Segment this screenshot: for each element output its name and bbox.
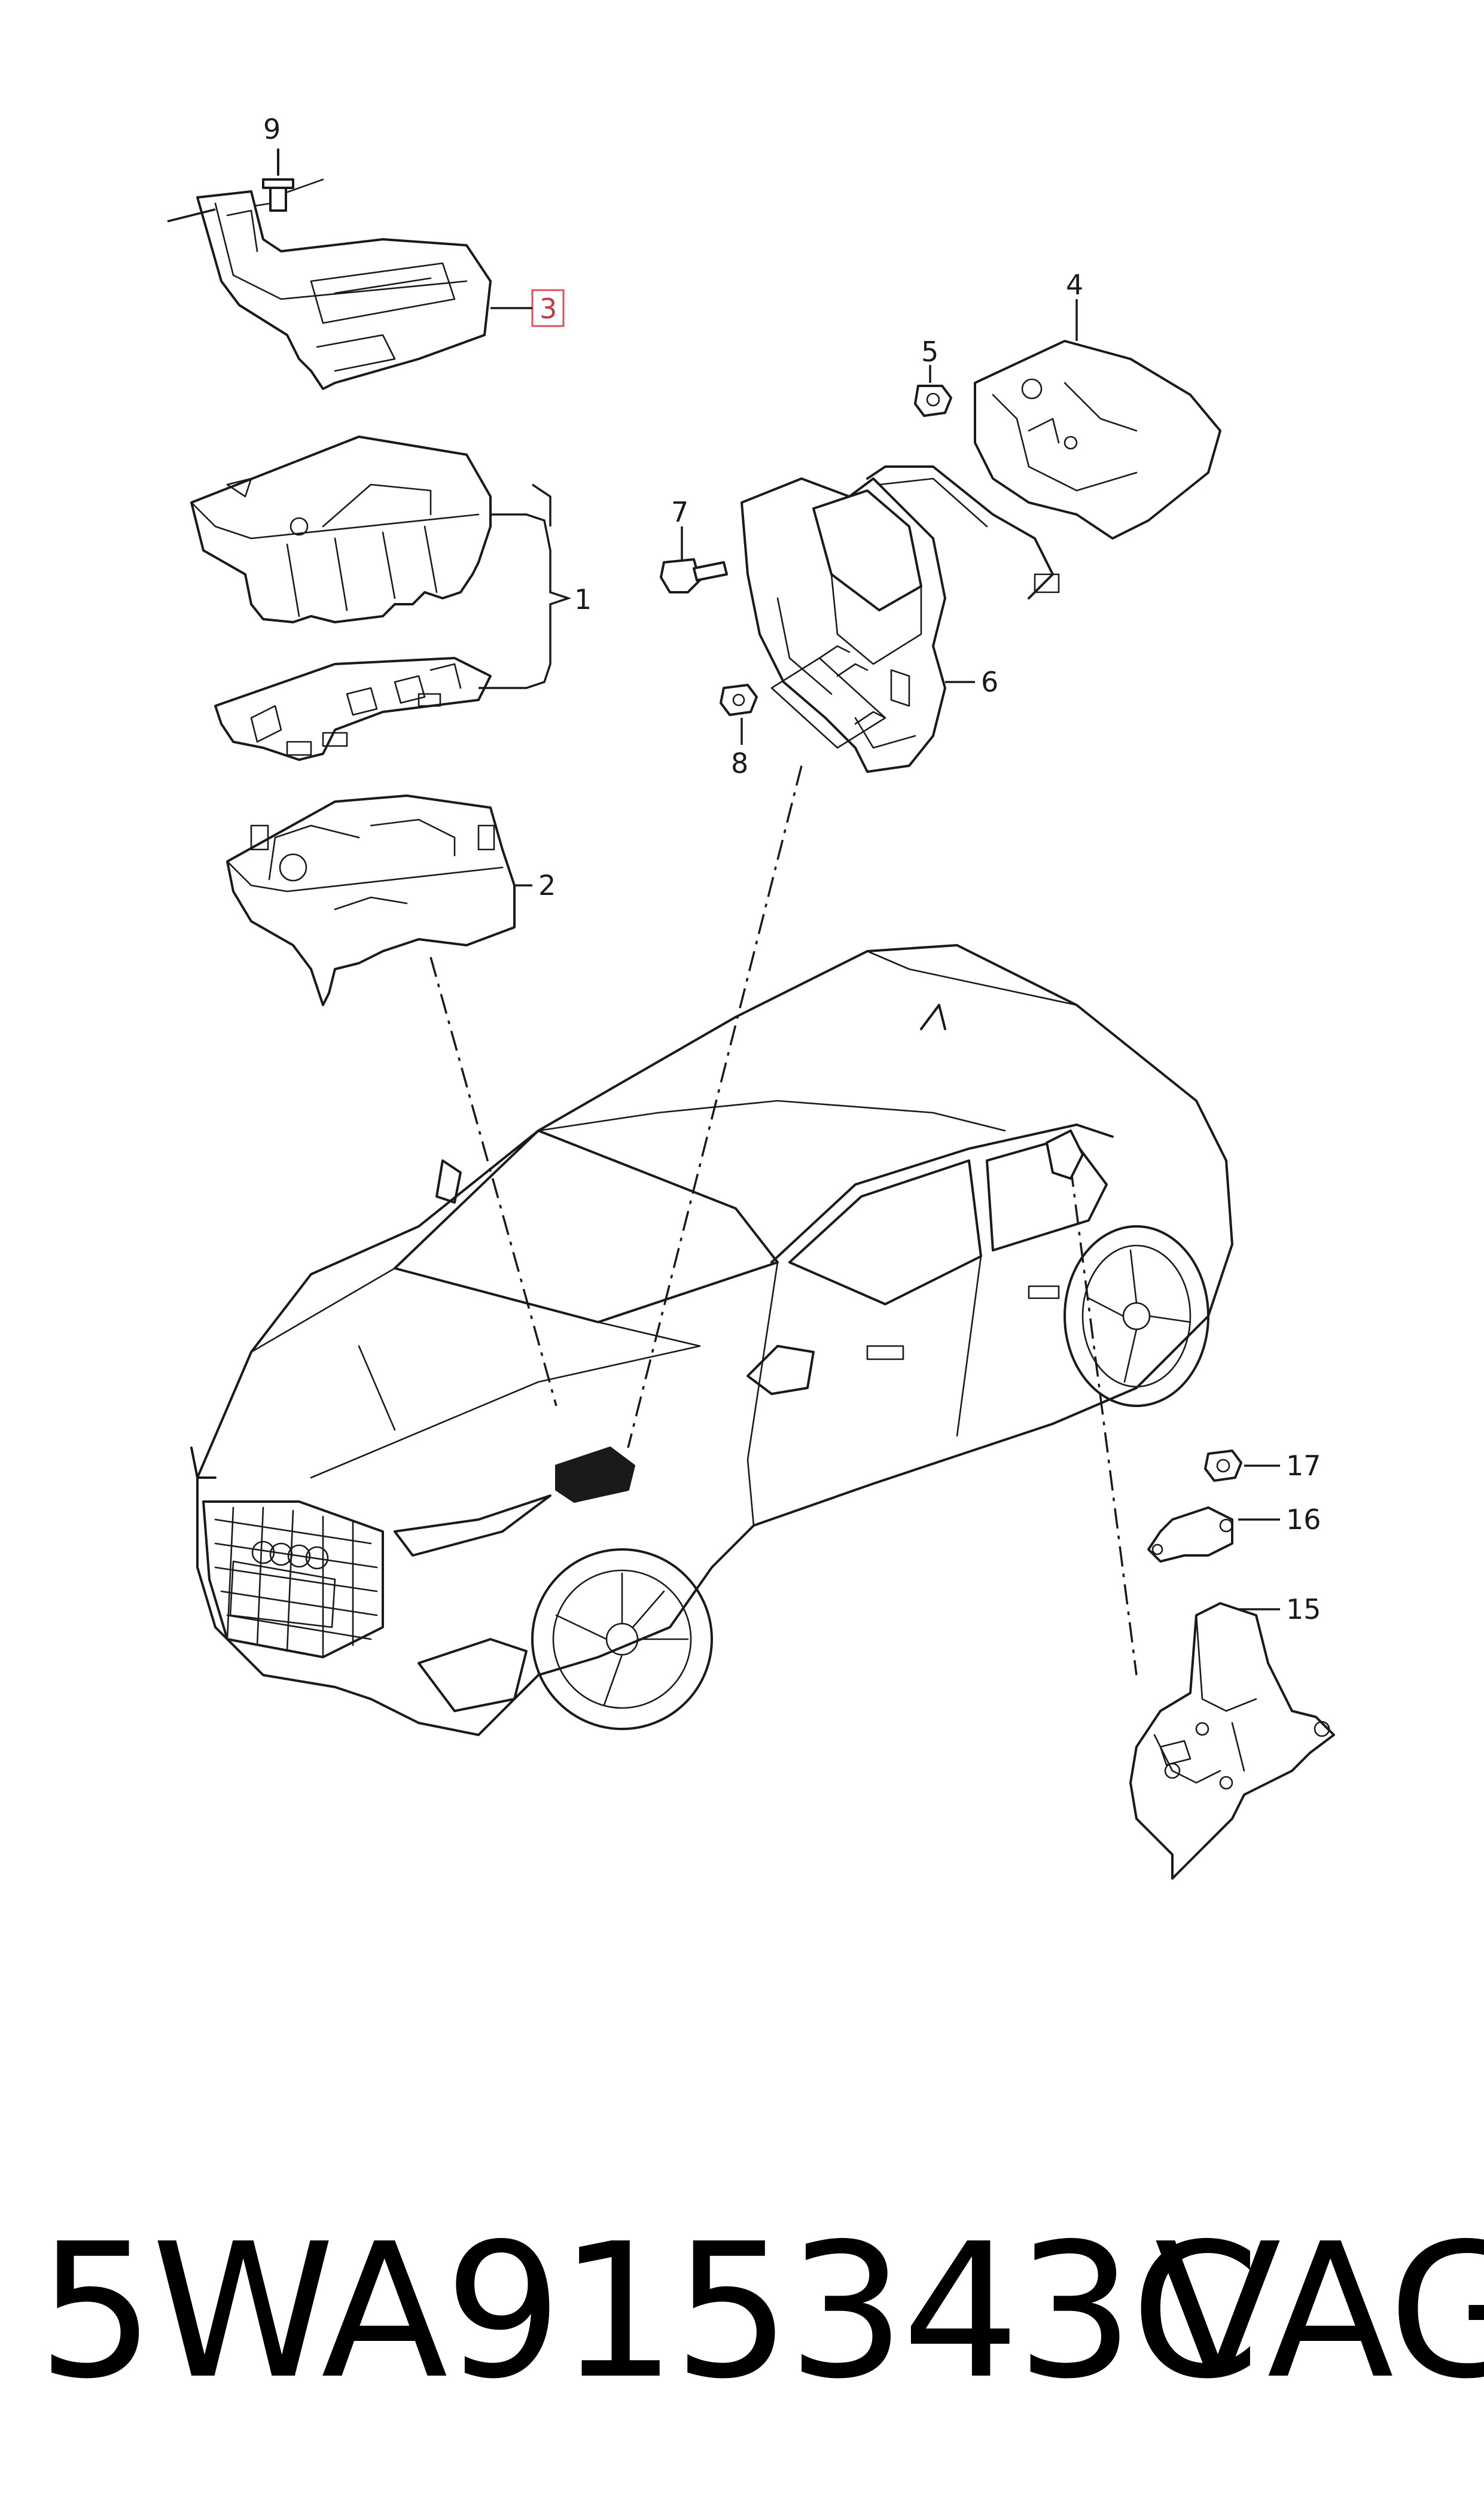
part-6-screws [770, 645, 886, 749]
callout-labels: 9 3 4 5 7 1 6 8 2 17 16 15 [263, 113, 1321, 1625]
part-6-control-unit[interactable] [741, 465, 1060, 773]
part-number-footer: 5WA915343C VAG [0, 2202, 1484, 2453]
callout-9: 9 [263, 113, 281, 145]
part-8-nut[interactable] [720, 684, 758, 745]
part-17-nut[interactable] [1204, 1450, 1280, 1482]
part-5-nut[interactable] [914, 365, 952, 417]
callout-8: 8 [731, 747, 748, 780]
part-2-fuse-box-base[interactable] [226, 794, 532, 1006]
part-4-bracket[interactable] [974, 299, 1221, 540]
callout-1-bracket [479, 483, 572, 689]
part-1-fuse-box-cover[interactable] [190, 436, 492, 623]
vehicle-outline [190, 944, 1233, 1736]
callout-7: 7 [671, 496, 688, 528]
callout-1: 1 [574, 583, 592, 616]
callout-3: 3 [540, 293, 557, 325]
part-7-bolt[interactable] [660, 526, 728, 593]
callout-6: 6 [981, 666, 998, 698]
part-3-cover-plate[interactable] [167, 190, 492, 390]
callout-15: 15 [1286, 1593, 1321, 1625]
callout-17: 17 [1286, 1450, 1321, 1482]
assembly-guide-lines [429, 765, 1138, 1676]
brand-name: VAG [1154, 2204, 1484, 2420]
part-number: 5WA915343C [37, 2204, 1260, 2420]
callout-5: 5 [921, 336, 938, 368]
part-9-bolt[interactable] [250, 148, 324, 212]
callout-4: 4 [1066, 269, 1083, 301]
callout-2: 2 [538, 869, 556, 902]
part-15-fuse-holder[interactable] [1129, 1602, 1335, 1880]
part-16-terminal[interactable] [1147, 1506, 1280, 1563]
part-1-fuse-carrier[interactable] [214, 657, 492, 761]
callout-16: 16 [1286, 1503, 1321, 1536]
callout-3-highlight [531, 289, 565, 327]
